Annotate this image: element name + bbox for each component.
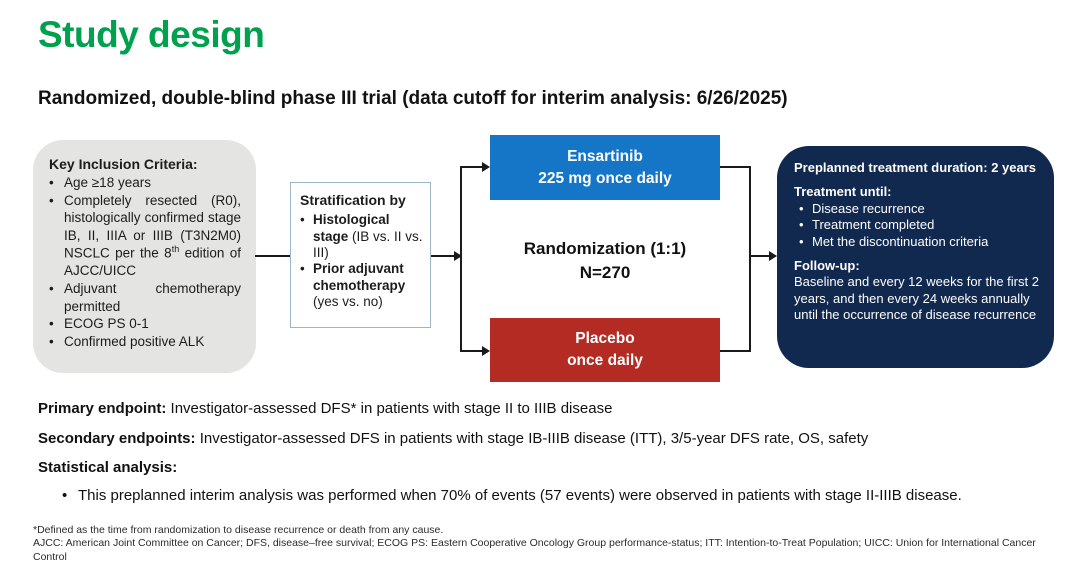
inclusion-criteria-box: Key Inclusion Criteria: Age ≥18 years Co…	[33, 140, 256, 373]
sample-size: N=270	[579, 262, 631, 282]
list-item: Completely resected (R0), histologically…	[49, 192, 241, 280]
ensartinib-arm-box: Ensartinib 225 mg once daily	[490, 135, 720, 200]
slide-subtitle: Randomized, double-blind phase III trial…	[38, 88, 788, 109]
connector-ensartinib-out	[720, 166, 751, 168]
list-item: Age ≥18 years	[49, 174, 241, 192]
connector-strat-out	[431, 255, 454, 257]
footnotes: *Defined as the time from randomization …	[33, 524, 1049, 564]
ensartinib-name: Ensartinib	[567, 147, 643, 165]
superscript-th: th	[171, 244, 180, 255]
stratification-list: Histological stage (IB vs. II vs. III) P…	[300, 212, 424, 311]
bullet-icon	[62, 487, 78, 504]
connector-placebo-out	[720, 350, 751, 352]
secondary-endpoints-text: Investigator-assessed DFS in patients wi…	[195, 430, 869, 447]
list-item: Treatment completed	[794, 217, 1039, 233]
bullet-icon	[794, 234, 812, 250]
connector-right-bracket	[749, 166, 751, 352]
primary-endpoint-text: Investigator-assessed DFS* in patients w…	[166, 400, 613, 417]
list-item: Disease recurrence	[794, 201, 1039, 217]
followup-heading: Follow-up:	[794, 257, 860, 273]
treatment-until-list: Disease recurrence Treatment completed M…	[794, 201, 1039, 250]
footnote-definition: *Defined as the time from randomization …	[33, 524, 444, 536]
statistical-analysis-label: Statistical analysis:	[38, 459, 178, 476]
bullet-icon	[49, 174, 64, 192]
secondary-endpoints-line: Secondary endpoints: Investigator-assess…	[38, 430, 868, 447]
stratification-box: Stratification by Histological stage (IB…	[290, 182, 431, 328]
randomization-label: Randomization (1:1) N=270	[490, 237, 720, 285]
list-item: Prior adjuvant chemotherapy (yes vs. no)	[300, 261, 424, 310]
list-item: Confirmed positive ALK	[49, 333, 241, 351]
bullet-icon	[300, 212, 313, 261]
placebo-arm-box: Placebo once daily	[490, 318, 720, 382]
bullet-icon	[49, 192, 64, 280]
bullet-icon	[49, 315, 64, 333]
list-item: Histological stage (IB vs. II vs. III)	[300, 212, 424, 261]
statistical-analysis-bullet: This preplanned interim analysis was per…	[62, 487, 962, 504]
spacer	[794, 250, 1039, 258]
bullet-icon	[49, 280, 64, 315]
connector-to-treatment	[749, 255, 769, 257]
connector-inclusion-strat	[255, 255, 290, 257]
bullet-icon	[49, 333, 64, 351]
placebo-dose: once daily	[567, 352, 643, 369]
ensartinib-dose: 225 mg once daily	[538, 169, 672, 187]
secondary-endpoints-label: Secondary endpoints:	[38, 430, 196, 447]
list-item: Adjuvant chemotherapy permitted	[49, 280, 241, 315]
connector-to-placebo	[460, 350, 482, 352]
connector-left-bracket	[460, 166, 462, 352]
followup-text: Baseline and every 12 weeks for the firs…	[794, 274, 1039, 322]
arrowhead-treatment	[769, 251, 777, 261]
treatment-duration-heading: Preplanned treatment duration: 2 years	[794, 160, 1037, 175]
inclusion-heading: Key Inclusion Criteria:	[49, 156, 198, 172]
arrowhead-ensartinib	[482, 162, 490, 172]
treatment-until-heading: Treatment until:	[794, 184, 892, 200]
arrowhead-strat-out	[454, 251, 462, 261]
footnote-abbreviations: AJCC: American Joint Committee on Cancer…	[33, 537, 1036, 563]
placebo-name: Placebo	[575, 330, 635, 348]
connector-to-ensartinib	[460, 166, 482, 168]
inclusion-list: Age ≥18 years Completely resected (R0), …	[49, 174, 241, 350]
primary-endpoint-label: Primary endpoint:	[38, 400, 167, 417]
bullet-icon	[794, 201, 812, 217]
primary-endpoint-line: Primary endpoint: Investigator-assessed …	[38, 400, 612, 417]
statistical-analysis-text: This preplanned interim analysis was per…	[78, 487, 962, 504]
list-item: ECOG PS 0-1	[49, 315, 241, 333]
stratification-heading: Stratification by	[300, 192, 406, 208]
spacer	[794, 176, 1039, 184]
statistical-analysis-line: Statistical analysis:	[38, 459, 177, 476]
list-item: Met the discontinuation criteria	[794, 234, 1039, 250]
bullet-icon	[794, 217, 812, 233]
arrowhead-placebo	[482, 346, 490, 356]
bullet-icon	[300, 261, 313, 310]
treatment-duration-box: Preplanned treatment duration: 2 years T…	[777, 146, 1054, 368]
page-title: Study design	[38, 14, 265, 55]
